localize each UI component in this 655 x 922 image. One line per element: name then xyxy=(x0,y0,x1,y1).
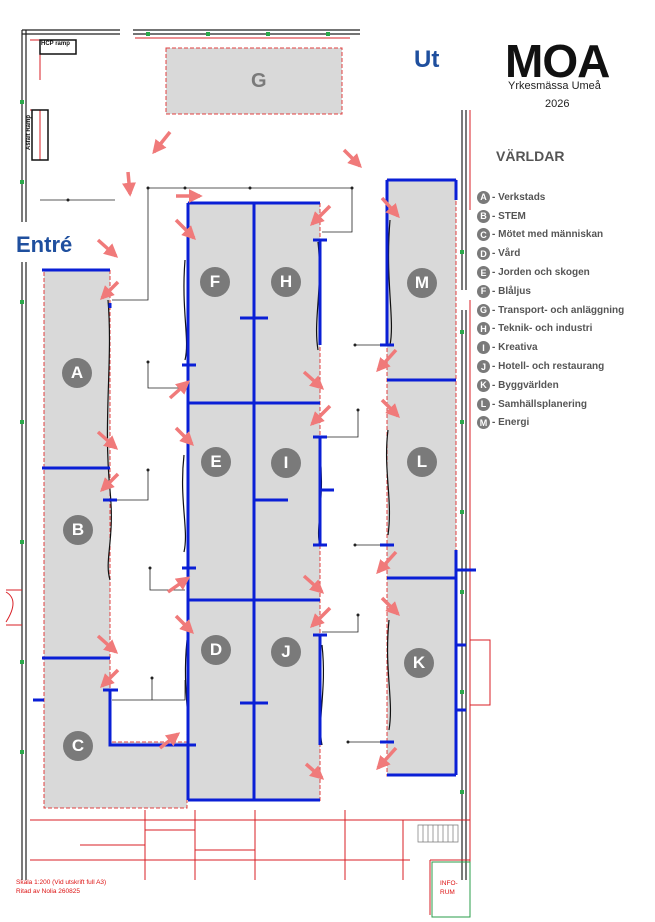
info-line-2: RUM xyxy=(440,889,455,896)
legend-label: - Kreativa xyxy=(492,342,538,354)
legend-label: - Teknik- och industri xyxy=(492,323,593,335)
legend-label: - Samhällsplanering xyxy=(492,398,588,410)
event-year: 2026 xyxy=(545,98,570,110)
legend-badge: H xyxy=(477,322,490,336)
legend-badge: J xyxy=(477,360,490,374)
service-dots xyxy=(66,186,360,744)
legend-label: - Mötet med människan xyxy=(492,229,604,241)
legend-label: - Blåljus xyxy=(492,285,531,297)
scale-line-2: Ritad av Nolia 260825 xyxy=(16,888,80,895)
legend-item: A- Verkstads xyxy=(477,188,624,207)
hall-badge-f: F xyxy=(200,267,230,297)
legend-item: I- Kreativa xyxy=(477,338,624,357)
columns xyxy=(20,32,464,794)
legend-badge: B xyxy=(477,209,490,223)
legend: A- Verkstads B- STEM C- Mötet med männis… xyxy=(477,188,624,432)
legend-label: - Transport- och anläggning xyxy=(492,304,625,316)
legend-title: VÄRLDAR xyxy=(496,148,565,164)
building-walls xyxy=(21,29,467,880)
info-room xyxy=(431,861,471,918)
legend-label: - Byggvärlden xyxy=(492,379,559,391)
stair-icon xyxy=(417,824,459,843)
legend-item: H- Teknik- och industri xyxy=(477,320,624,339)
legend-label: - Verkstads xyxy=(492,191,546,203)
asfalt-ramp-label: Asfalt Ramp xyxy=(26,114,32,150)
hall-badge-c: C xyxy=(63,731,93,761)
legend-label: - Energi xyxy=(492,417,530,429)
legend-item: K- Byggvärlden xyxy=(477,376,624,395)
legend-badge: I xyxy=(477,341,490,355)
legend-badge: M xyxy=(477,416,490,430)
door-arc-left xyxy=(5,591,14,623)
legend-item: G- Transport- och anläggning xyxy=(477,301,624,320)
flow-arrows xyxy=(96,130,400,780)
hall-badge-j: J xyxy=(271,637,301,667)
legend-item: B- STEM xyxy=(477,207,624,226)
info-room-label: INFO- RUM xyxy=(440,879,458,897)
hall-badge-k: K xyxy=(404,648,434,678)
ramp-box-asfalt xyxy=(31,109,49,161)
legend-label: - Jorden och skogen xyxy=(492,267,590,279)
legend-item: E- Jorden och skogen xyxy=(477,263,624,282)
hall-badge-e: E xyxy=(201,447,231,477)
legend-item: L- Samhällsplanering xyxy=(477,395,624,414)
entrance-sign: Entré xyxy=(16,232,73,257)
legend-badge: D xyxy=(477,247,490,261)
exit-sign: Ut xyxy=(414,46,440,73)
legend-item: M- Energi xyxy=(477,414,624,433)
hall-g-label: G xyxy=(251,70,267,92)
page-title: MOA xyxy=(505,35,610,87)
legend-badge: C xyxy=(477,228,490,242)
service-lines xyxy=(40,187,385,743)
booth-areas xyxy=(43,47,457,809)
page-subtitle: Yrkesmässa Umeå xyxy=(508,80,601,92)
legend-label: - Hotell- och restaurang xyxy=(492,361,605,373)
hall-badge-h: H xyxy=(271,267,301,297)
legend-badge: E xyxy=(477,266,490,280)
booth-g xyxy=(165,47,343,115)
hall-badge-m: M xyxy=(407,268,437,298)
legend-label: - STEM xyxy=(492,210,526,222)
legend-item: D- Vård xyxy=(477,244,624,263)
legend-badge: G xyxy=(477,303,490,317)
hall-badge-a: A xyxy=(62,358,92,388)
info-line-1: INFO- xyxy=(440,880,458,887)
legend-badge: L xyxy=(477,397,490,411)
scale-line-1: Skala 1:200 (Vid utskrift full A3) xyxy=(16,879,107,886)
legend-item: J- Hotell- och restaurang xyxy=(477,357,624,376)
ramp-box-hcp xyxy=(39,39,77,55)
hall-badge-i: I xyxy=(271,448,301,478)
legend-badge: A xyxy=(477,190,490,204)
legend-item: F- Blåljus xyxy=(477,282,624,301)
scale-note: Skala 1:200 (Vid utskrift full A3) Ritad… xyxy=(16,878,106,896)
legend-item: C- Mötet med människan xyxy=(477,226,624,245)
legend-badge: K xyxy=(477,378,490,392)
hall-badge-l: L xyxy=(407,447,437,477)
hall-badge-b: B xyxy=(63,515,93,545)
hall-badge-d: D xyxy=(201,635,231,665)
legend-badge: F xyxy=(477,284,490,298)
legend-label: - Vård xyxy=(492,248,521,260)
hcp-ramp-label: HCP ramp xyxy=(41,41,70,47)
